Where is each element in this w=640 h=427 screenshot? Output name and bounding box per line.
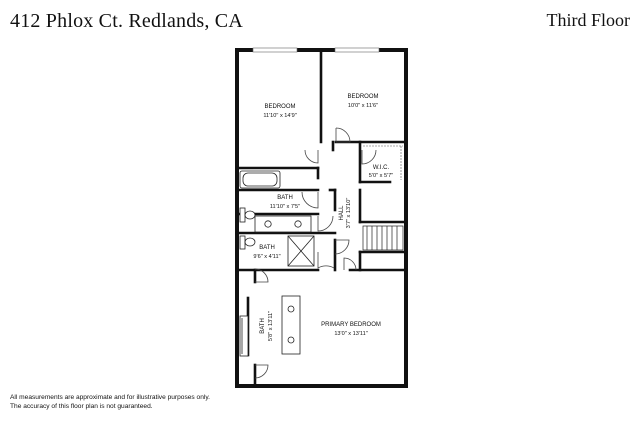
door-swings <box>254 127 377 379</box>
top-windows <box>252 47 380 53</box>
bath-primary-dims: 5'8" x 13'11" <box>268 311 274 341</box>
closet-shelves <box>363 145 403 180</box>
disclaimer: All measurements are approximate and for… <box>10 393 210 411</box>
property-address: 412 Phlox Ct. Redlands, CA <box>10 10 243 32</box>
bedroom-left-dims: 11'10" x 14'9" <box>263 113 296 119</box>
floor-label: Third Floor <box>546 10 631 30</box>
double-vanity <box>254 215 312 233</box>
hall-name: HALL <box>339 205 345 221</box>
bath-small-dims: 9'6" x 4'11" <box>253 254 280 260</box>
toilet <box>239 207 256 223</box>
bath-primary-name: BATH <box>260 318 266 334</box>
wic-name: W.I.C. <box>373 165 390 171</box>
bath-main-name: BATH <box>277 195 293 201</box>
staircase <box>362 225 404 251</box>
bath-small-name: BATH <box>259 245 275 251</box>
primary-bath-fixtures <box>239 295 301 357</box>
bathtub <box>239 170 281 189</box>
primary-bedroom-dims: 13'0" x 13'11" <box>334 331 367 337</box>
bedroom-right-dims: 10'0" x 11'6" <box>348 103 378 109</box>
hall-dims: 3'7" x 13'10" <box>346 198 352 229</box>
wic-dims: 5'0" x 5'7" <box>369 173 393 179</box>
small-bath-fixtures <box>239 235 315 267</box>
primary-bedroom-name: PRIMARY BEDROOM <box>321 322 381 328</box>
disclaimer-line-2: The accuracy of this floor plan is not g… <box>10 403 153 410</box>
bedroom-left-name: BEDROOM <box>264 104 295 110</box>
bedroom-right-name: BEDROOM <box>347 94 378 100</box>
disclaimer-line-1: All measurements are approximate and for… <box>10 394 210 401</box>
bath-main-dims: 11'10" x 7'5" <box>270 204 300 210</box>
